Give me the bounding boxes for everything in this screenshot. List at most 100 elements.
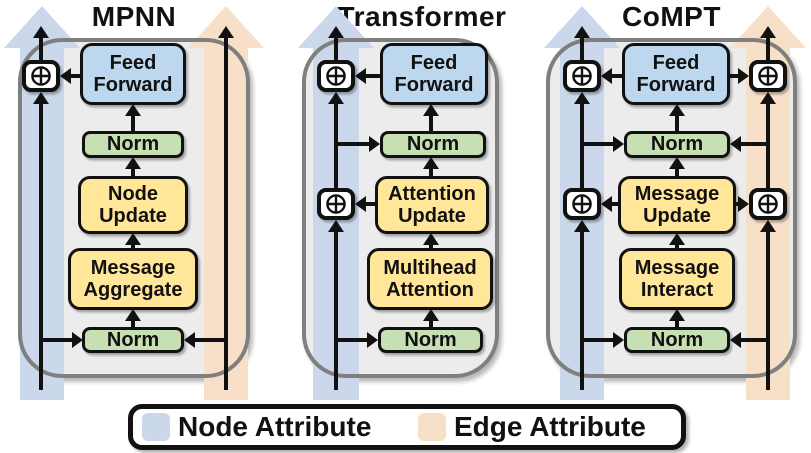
connector — [194, 338, 225, 342]
arrow-up-icon — [760, 26, 776, 38]
connector — [429, 319, 433, 327]
compt-panel-border — [546, 38, 797, 378]
arrow-left-icon — [730, 332, 741, 348]
transformer-panel-border — [302, 38, 499, 378]
arrow-up-icon — [423, 233, 439, 245]
norm-box: Norm — [82, 131, 184, 158]
residual-line — [334, 36, 338, 60]
arrow-up-icon — [574, 92, 590, 104]
circled-plus-icon — [22, 60, 60, 92]
arrow-up-icon — [423, 309, 439, 321]
arrow-up-icon — [760, 220, 776, 232]
arrow-left-icon — [355, 196, 366, 212]
arrow-right-icon — [613, 332, 624, 348]
arrow-right-icon — [72, 332, 83, 348]
connector — [675, 243, 679, 248]
node-update-box: Node Update — [78, 176, 188, 234]
connector — [740, 338, 767, 342]
arrow-up-icon — [125, 104, 141, 116]
arrow-up-icon — [669, 233, 685, 245]
circled-plus-icon — [317, 188, 355, 220]
arrow-up-icon — [574, 26, 590, 38]
connector — [675, 167, 679, 176]
arrow-up-icon — [33, 26, 49, 38]
connector — [364, 202, 375, 206]
circled-plus-icon — [563, 60, 601, 92]
connector — [338, 142, 370, 146]
arrow-left-icon — [184, 332, 195, 348]
residual-line — [39, 36, 43, 60]
arrow-up-icon — [760, 92, 776, 104]
norm-box: Norm — [378, 327, 483, 353]
message-aggregate-box: Message Aggregate — [68, 248, 198, 310]
legend-label-node: Node Attribute — [178, 411, 372, 442]
edge-line — [766, 102, 770, 188]
arrow-left-icon — [730, 136, 741, 152]
arrow-up-icon — [328, 26, 344, 38]
arrow-up-icon — [669, 104, 685, 116]
arrow-right-icon — [367, 332, 378, 348]
arrow-up-icon — [669, 157, 685, 169]
column-title-compt: CoMPT — [622, 1, 721, 32]
column-title-mpnn: MPNN — [91, 1, 177, 32]
connector — [429, 243, 433, 248]
arrow-up-icon — [125, 233, 141, 245]
circled-plus-icon — [749, 60, 787, 92]
arrow-left-icon — [60, 68, 71, 84]
feed-forward-box: Feed Forward — [80, 43, 186, 105]
norm-box: Norm — [82, 327, 184, 353]
message-update-box: Message Update — [618, 176, 736, 234]
arrow-up-icon — [328, 220, 344, 232]
arrow-left-icon — [601, 196, 612, 212]
connector — [131, 114, 135, 131]
attention-update-box: Attention Update — [375, 176, 489, 234]
node-attribute-swatch-icon — [142, 413, 170, 441]
connector — [675, 319, 679, 327]
arrow-up-icon — [423, 104, 439, 116]
norm-box: Norm — [624, 327, 730, 353]
arrow-up-icon — [125, 309, 141, 321]
connector — [131, 167, 135, 176]
connector — [364, 74, 380, 78]
legend-label-edge: Edge Attribute — [454, 411, 646, 442]
edge-line — [766, 230, 770, 390]
message-interact-box: Message Interact — [619, 248, 735, 310]
arrow-right-icon — [369, 136, 380, 152]
connector — [610, 202, 619, 206]
residual-line — [580, 36, 584, 60]
connector — [584, 338, 615, 342]
legend — [128, 404, 686, 450]
connector — [735, 202, 740, 206]
circled-plus-icon — [317, 60, 355, 92]
arrow-up-icon — [328, 92, 344, 104]
arrow-right-icon — [613, 136, 624, 152]
residual-line — [580, 102, 584, 188]
connector — [43, 338, 74, 342]
edge-line — [766, 36, 770, 60]
arrow-up-icon — [33, 92, 49, 104]
connector — [429, 167, 433, 176]
connector — [338, 338, 368, 342]
arrow-up-icon — [669, 309, 685, 321]
norm-box: Norm — [380, 131, 486, 158]
connector — [675, 114, 679, 131]
circled-plus-icon — [563, 188, 601, 220]
circled-plus-icon — [749, 188, 787, 220]
arrow-left-icon — [355, 68, 366, 84]
arrow-right-icon — [738, 68, 749, 84]
mpnn-panel-border — [18, 38, 250, 378]
residual-line — [334, 102, 338, 188]
connector — [429, 114, 433, 131]
connector — [131, 243, 135, 248]
residual-line — [334, 230, 338, 390]
residual-line — [39, 102, 43, 390]
feed-forward-box: Feed Forward — [380, 43, 488, 105]
edge-attribute-swatch-icon — [418, 413, 446, 441]
multihead-attention-box: Multihead Attention — [367, 248, 493, 310]
connector — [729, 74, 739, 78]
connector — [131, 319, 135, 327]
connector — [610, 74, 623, 78]
norm-box: Norm — [624, 131, 730, 158]
edge-line — [224, 38, 228, 390]
